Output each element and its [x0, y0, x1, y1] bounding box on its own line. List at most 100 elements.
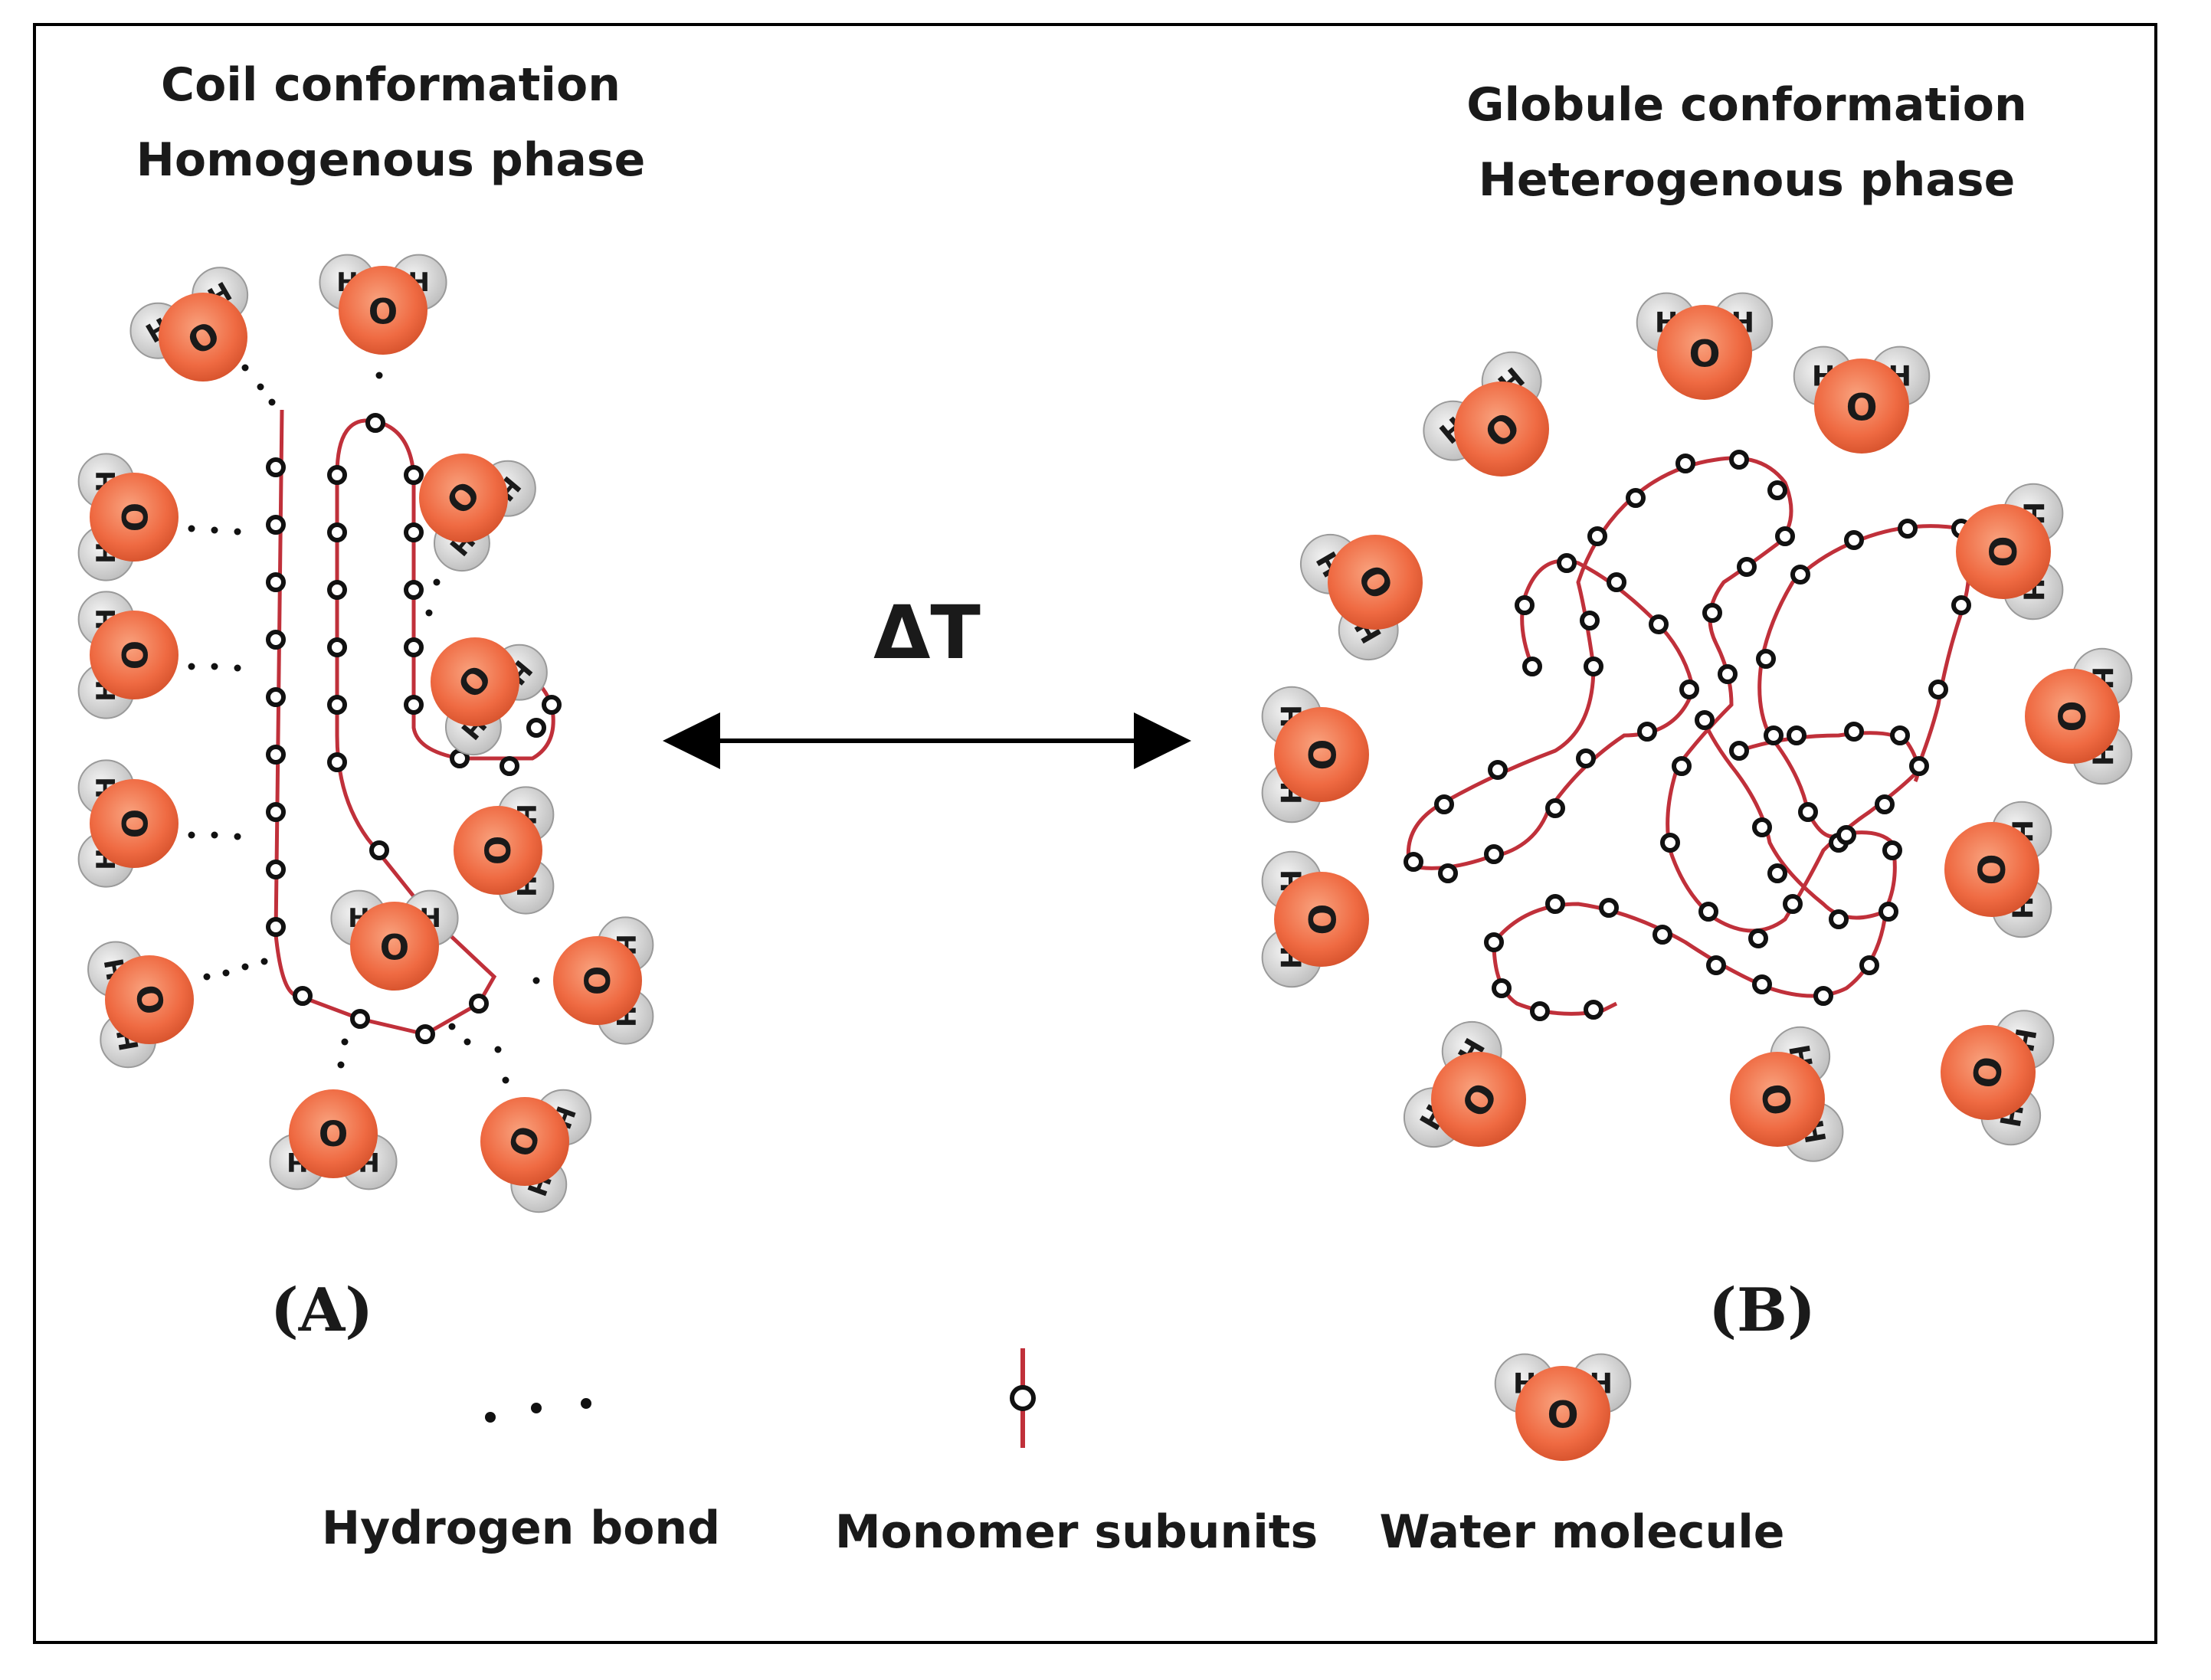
monomer-subunit [1702, 603, 1722, 623]
hydrogen-bond-dot [234, 528, 241, 535]
monomer-subunit [1813, 986, 1833, 1006]
oxygen-atom: O [289, 1089, 378, 1178]
oxygen-atom: O [159, 293, 247, 382]
monomer-subunit [1737, 557, 1757, 577]
monomer-subunit [1767, 863, 1787, 883]
svg-text:O: O [1547, 1394, 1578, 1437]
legend-hydrogen-bond-dot [581, 1398, 591, 1409]
legend-water-label: Water molecule [1379, 1505, 1785, 1559]
oxygen-atom: O [90, 779, 179, 868]
monomer-subunit [1492, 978, 1512, 998]
svg-text:O: O [1962, 1053, 2010, 1091]
monomer-subunit [1649, 614, 1669, 634]
monomer-subunit [350, 1009, 370, 1029]
monomer-subunit [1515, 595, 1535, 615]
monomer-subunit [1675, 454, 1695, 473]
monomer-subunit [1484, 844, 1504, 864]
monomer-subunit [1909, 756, 1929, 776]
monomer-subunit [266, 745, 286, 765]
globule-chain [1406, 456, 1971, 1016]
monomer-subunit [1829, 909, 1849, 929]
monomer-subunit [365, 413, 385, 433]
monomer-subunit [404, 637, 424, 657]
monomer-subunit [1882, 840, 1902, 860]
monomer-subunit [1767, 480, 1787, 500]
oxygen-atom: O [2025, 669, 2120, 764]
hydrogen-bond-dot [532, 977, 540, 984]
hydrogen-bond-dot [260, 958, 268, 965]
hydrogen-bond-dot [494, 1046, 502, 1053]
svg-text:O: O [128, 981, 173, 1017]
hydrogen-bond-dot [241, 963, 249, 971]
hydrogen-bond-dot [241, 364, 249, 372]
monomer-subunit [404, 522, 424, 542]
svg-text:O: O [1302, 903, 1345, 935]
monomer-subunit [1756, 649, 1776, 669]
monomer-subunit [1557, 553, 1577, 573]
monomer-subunit [266, 515, 286, 535]
oxygen-atom: O [1730, 1052, 1825, 1147]
panel-label-b: (B) [1708, 1276, 1816, 1345]
monomer-subunit [469, 994, 489, 1014]
oxygen-atom: O [1274, 872, 1369, 967]
oxygen-atom: O [350, 902, 439, 991]
svg-text:O: O [1968, 853, 2011, 885]
monomer-subunit [1951, 595, 1971, 615]
oxygen-atom: O [1454, 382, 1549, 476]
monomer-subunit [1729, 450, 1749, 470]
oxygen-atom: O [1814, 359, 1909, 454]
hydrogen-bond-dot [188, 663, 195, 670]
water-molecule: HHO [1941, 1010, 2055, 1146]
water-molecule: HHO [1944, 801, 2052, 938]
svg-text:O: O [368, 291, 398, 332]
monomer-subunit [1790, 565, 1810, 585]
water-molecule: HHO [1423, 351, 1549, 476]
monomer-subunit [1783, 894, 1803, 914]
oxygen-atom: O [553, 936, 642, 1025]
hydrogen-bond-dot [234, 664, 241, 672]
hydrogen-bond-dot [502, 1076, 509, 1084]
hydrogen-bond-dot [222, 969, 230, 977]
monomer-subunit [1530, 1001, 1550, 1021]
monomer-subunit [1584, 1000, 1603, 1020]
water-molecule: HHO [77, 591, 179, 719]
monomer-subunit [1775, 526, 1795, 546]
svg-text:O: O [380, 927, 409, 968]
hydrogen-bond-dot [211, 663, 218, 670]
monomer-subunit [1660, 833, 1680, 853]
monomer-subunit [1576, 748, 1596, 768]
monomer-subunit [1798, 802, 1818, 822]
hydrogen-bond-dot [188, 525, 195, 532]
monomer-subunit [404, 465, 424, 485]
monomer-subunit [266, 572, 286, 592]
monomer-subunit [1488, 760, 1508, 780]
monomer-subunit [266, 860, 286, 879]
monomer-subunit [1522, 657, 1542, 676]
monomer-subunit [1898, 519, 1918, 539]
monomer-subunit [500, 756, 519, 776]
hydrogen-bond-dot [211, 526, 218, 534]
monomer-subunit [369, 840, 389, 860]
oxygen-atom: O [431, 637, 519, 726]
monomer-subunit [327, 752, 347, 772]
water-molecule: HHO [1261, 686, 1369, 824]
monomer-subunit [266, 457, 286, 477]
monomer-subunit [1545, 894, 1565, 914]
hydrogen-bond-dot [463, 1038, 471, 1046]
svg-text:O: O [1980, 535, 2023, 567]
svg-text:O: O [1689, 333, 1720, 376]
panel-label-a: (A) [270, 1276, 374, 1345]
monomer-subunit [1484, 932, 1504, 952]
svg-text:O: O [115, 809, 156, 838]
monomer-subunit [266, 917, 286, 937]
monomer-subunit [526, 718, 546, 738]
legend-hydrogen-bond-dot [485, 1412, 496, 1423]
monomer-subunit [1587, 526, 1607, 546]
monomer-subunit [327, 637, 347, 657]
